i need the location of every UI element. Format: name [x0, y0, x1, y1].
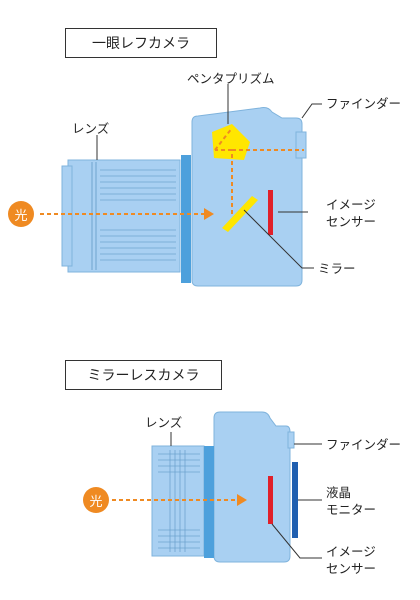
monitor-line2: モニター: [326, 502, 377, 517]
mirrorless-image-sensor: [268, 476, 273, 524]
mirrorless-image-sensor-label: イメージ センサー: [326, 543, 376, 577]
dslr-lens-ribs: [91, 162, 97, 270]
dslr-finder-bump: [295, 131, 307, 159]
dslr-light-arrowhead: [204, 208, 214, 220]
mirrorless-camera: [112, 411, 322, 563]
mirrorless-sensor-line1: イメージ: [326, 544, 376, 559]
mirrorless-mount: [204, 446, 214, 558]
dslr-leader-lines: [96, 84, 322, 269]
dslr-body: [191, 107, 303, 287]
dslr-lens-label: レンズ: [72, 121, 110, 136]
mirrorless-leader-lines: [170, 432, 322, 559]
dslr-camera: [40, 84, 322, 287]
mirror: [222, 196, 258, 232]
dslr-title: 一眼レフカメラ: [65, 28, 217, 58]
dslr-lens: [67, 159, 181, 273]
mirror-label: ミラー: [318, 261, 356, 276]
monitor-line1: 液晶: [326, 485, 352, 500]
dslr-lens-grip: [100, 169, 176, 261]
lcd-monitor-label: 液晶 モニター: [326, 484, 376, 518]
lcd-monitor: [292, 462, 298, 538]
mirrorless-title: ミラーレスカメラ: [65, 360, 222, 390]
mirrorless-light-arrowhead: [237, 494, 247, 506]
mirrorless-sensor-line2: センサー: [326, 561, 377, 576]
dslr-sensor-line2: センサー: [326, 214, 377, 229]
mirrorless-body: [213, 411, 291, 563]
dslr-mount: [181, 155, 191, 283]
mirrorless-light-badge: 光: [83, 487, 109, 513]
mirrorless-lens-label: レンズ: [145, 415, 183, 430]
dslr-lens-front: [61, 165, 73, 267]
dslr-image-sensor: [268, 190, 273, 235]
pentaprism-label: ペンタプリズム: [187, 71, 275, 86]
dslr-image-sensor-label: イメージ センサー: [326, 196, 376, 230]
dslr-light-badge: 光: [8, 201, 34, 227]
mirrorless-finder-bump: [287, 431, 295, 449]
dslr-light-path: [40, 127, 304, 215]
dslr-finder-label: ファインダー: [326, 96, 402, 111]
dslr-sensor-line1: イメージ: [326, 197, 376, 212]
mirrorless-finder-label: ファインダー: [326, 437, 402, 452]
